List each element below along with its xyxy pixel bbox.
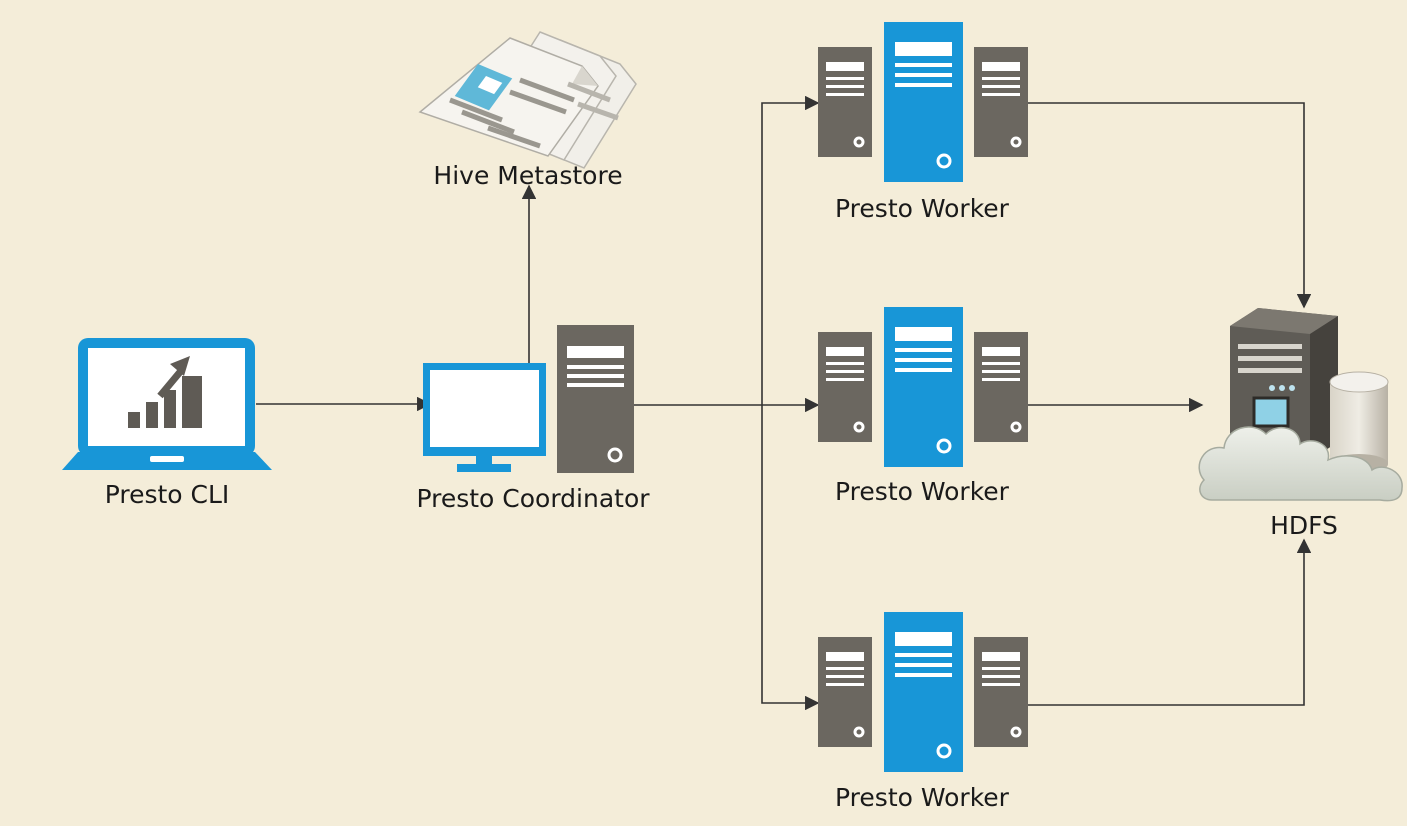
node-presto-worker bbox=[818, 612, 1028, 772]
cloud-storage-server-icon bbox=[1198, 308, 1403, 502]
server-tower-icon bbox=[557, 325, 634, 473]
monitor-icon bbox=[423, 363, 546, 472]
node-label-presto-coordinator: Presto Coordinator bbox=[416, 484, 650, 513]
node-label-hive-metastore: Hive Metastore bbox=[433, 161, 622, 190]
node-label-presto-worker: Presto Worker bbox=[835, 477, 1010, 506]
documents-icon bbox=[418, 31, 637, 169]
laptop-chart-icon bbox=[62, 338, 272, 470]
node-presto-worker bbox=[818, 307, 1028, 467]
edge-coordinator-to-worker-1 bbox=[761, 95, 820, 405]
node-label-presto-cli: Presto CLI bbox=[105, 480, 230, 509]
server-rack-icon bbox=[818, 307, 1028, 467]
edge-worker-3-to-hdfs bbox=[1028, 538, 1312, 706]
server-rack-icon bbox=[818, 22, 1028, 182]
node-presto-worker bbox=[818, 22, 1028, 182]
node-hive-metastore: Hive Metastore bbox=[418, 31, 637, 190]
node-hdfs: HDFS bbox=[1198, 308, 1403, 540]
edge-coordinator-to-worker-3 bbox=[761, 405, 820, 711]
node-presto-cli: Presto CLI bbox=[62, 338, 272, 509]
node-label-hdfs: HDFS bbox=[1270, 511, 1338, 540]
edge-worker-1-to-hdfs bbox=[1028, 102, 1312, 309]
connections bbox=[256, 95, 1312, 711]
server-rack-icon bbox=[818, 612, 1028, 772]
node-label-presto-worker: Presto Worker bbox=[835, 783, 1010, 812]
node-label-presto-worker: Presto Worker bbox=[835, 194, 1010, 223]
node-presto-coordinator: Presto Coordinator bbox=[416, 325, 650, 513]
